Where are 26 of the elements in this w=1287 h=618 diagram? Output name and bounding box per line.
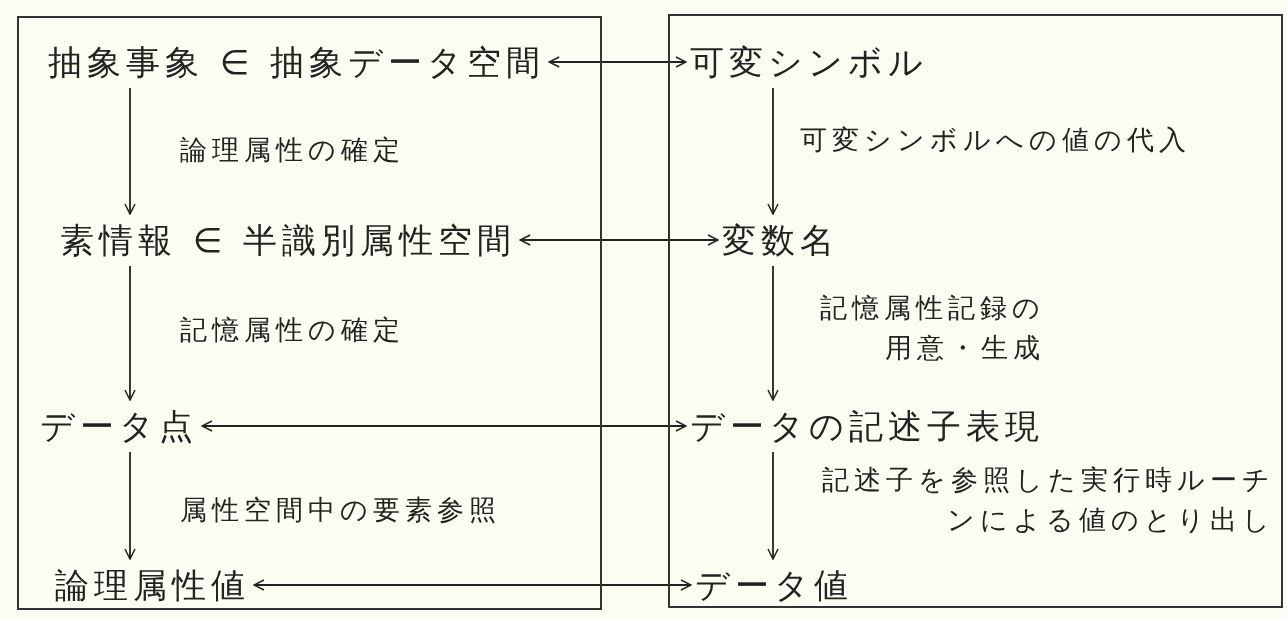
- arrow: [201, 420, 687, 432]
- edge-label: 記憶属性の確定: [180, 313, 406, 347]
- arrow: [124, 87, 136, 215]
- arrow: [124, 265, 136, 401]
- arrow: [767, 87, 779, 215]
- edge-label: 属性空間中の要素参照: [180, 493, 502, 527]
- node-text: 変数名: [722, 220, 839, 260]
- arrow: [124, 451, 136, 560]
- node-text: データ値: [695, 565, 853, 605]
- arrow: [253, 579, 692, 591]
- node-text: データ点: [40, 406, 198, 446]
- node-text: 素情報 ∈ 半識別属性空間: [60, 220, 517, 260]
- node-text: 可変シンボル: [690, 42, 928, 82]
- panel-box: [17, 16, 602, 610]
- edge-label: 論理属性の確定: [180, 133, 406, 167]
- node-text: 論理属性値: [55, 565, 250, 605]
- arrow: [767, 451, 779, 560]
- arrow: [548, 56, 687, 68]
- arrow: [519, 234, 719, 246]
- edge-label: 記憶属性記録の用意・生成: [819, 291, 1045, 365]
- arrow: [767, 265, 779, 401]
- edge-label: 可変シンボルへの値の代入: [800, 123, 1192, 157]
- node-text: データの記述子表現: [690, 406, 1044, 446]
- node-text: 抽象事象 ∈ 抽象データ空間: [48, 42, 546, 82]
- edge-label: 記述子を参照した実行時ルーチンによる値のとり出し: [821, 463, 1275, 537]
- panel-box: [668, 14, 1283, 608]
